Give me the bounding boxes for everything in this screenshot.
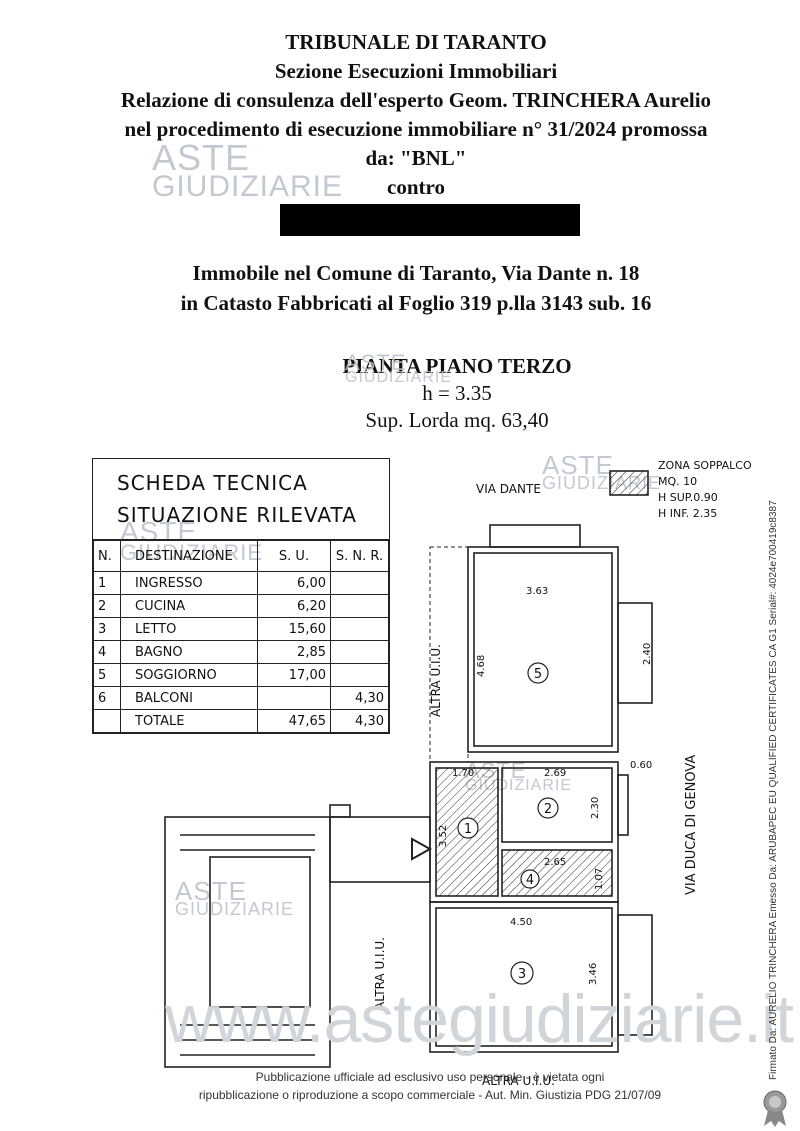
room-4-hatched xyxy=(501,849,613,897)
dim-label: 3.46 xyxy=(588,963,599,985)
redacted-defendant xyxy=(280,204,580,236)
dim-label: 3.52 xyxy=(438,825,449,847)
document-header: TRIBUNALE DI TARANTO Sezione Esecuzioni … xyxy=(0,28,800,202)
dim-label: 2.30 xyxy=(590,797,601,819)
dim-label: 1.70 xyxy=(452,768,474,779)
room-4-label: 4 xyxy=(526,873,534,888)
room-3-inner xyxy=(435,907,613,1047)
landing-step xyxy=(329,804,351,818)
legend-zone: ZONA SOPPALCO xyxy=(658,459,752,472)
dim-label: 3.63 xyxy=(526,586,548,597)
plan-name: PIANTA PIANO TERZO xyxy=(342,354,572,378)
dim-label: 4.50 xyxy=(510,917,532,928)
street-via-duca: VIA DUCA DI GENOVA xyxy=(684,755,699,895)
report-title: Relazione di consulenza dell'esperto Geo… xyxy=(120,88,712,112)
other-unit-lower: ALTRA U.I.U. xyxy=(373,937,387,1010)
publication-caption: Pubblicazione ufficiale ad esclusivo uso… xyxy=(198,1070,662,1102)
dim-label: 2.40 xyxy=(642,643,653,665)
legend-hsup: H SUP.0.90 xyxy=(658,491,718,504)
table-row: 1 INGRESSO 6,00 xyxy=(93,571,389,595)
technical-sheet: SCHEDA TECNICA SITUAZIONE RILEVATA N. DE… xyxy=(92,458,390,734)
col-header-n: N. xyxy=(93,540,121,572)
procedure-number: nel procedimento di esecuzione immobilia… xyxy=(124,117,708,141)
rooms-table: N. DESTINAZIONE S. U. S. N. R. 1 INGRESS… xyxy=(93,540,389,733)
dim-label: 2.69 xyxy=(544,768,566,779)
street-via-dante: VIA DANTE xyxy=(476,482,541,496)
watermark-site: www.astegiudiziarie.it xyxy=(165,981,794,1057)
digital-signature-note: Firmato Da: AURELIO TRINCHERA Emesso Da:… xyxy=(768,500,779,1080)
room-5-label: 5 xyxy=(534,667,542,682)
balcony-room-3 xyxy=(617,914,653,1036)
room-5-marker xyxy=(527,662,549,684)
entrance-arrow-icon xyxy=(411,837,433,861)
window-room-2 xyxy=(617,774,629,836)
seal-icon xyxy=(763,1090,787,1127)
plan-height: h = 3.35 xyxy=(422,381,492,405)
stairwell xyxy=(164,816,331,1068)
room-2-marker xyxy=(537,797,559,819)
table-row: 2 CUCINA 6,20 xyxy=(93,594,389,618)
court-name: TRIBUNALE DI TARANTO xyxy=(285,30,547,54)
room-3-marker xyxy=(510,961,534,985)
stairwell-core xyxy=(209,856,311,1008)
property-address: Immobile nel Comune di Taranto, Via Dant… xyxy=(192,261,640,285)
dim-label: 1.07 xyxy=(594,868,605,890)
sheet-subtitle: SITUAZIONE RILEVATA xyxy=(117,503,357,527)
legend-hinf: H INF. 2.35 xyxy=(658,507,717,520)
balcony-top xyxy=(489,524,581,548)
plaintiff: da: "BNL" xyxy=(365,146,467,170)
sheet-title: SCHEDA TECNICA xyxy=(117,471,308,495)
room-5-outline xyxy=(467,546,619,753)
plan-surface: Sup. Lorda mq. 63,40 xyxy=(365,408,549,432)
col-header-snr: S. N. R. xyxy=(330,540,389,572)
balcony-right xyxy=(617,602,653,704)
property-cadastre: in Catasto Fabbricati al Foglio 319 p.ll… xyxy=(180,291,652,315)
room-4-marker xyxy=(520,869,540,889)
legend-hatch-icon xyxy=(609,470,649,496)
floor-plan: VIA DANTE ZONA SOPPALCO MQ. 10 H SUP.0.9… xyxy=(164,459,752,1088)
table-total-row: TOTALE 47,65 4,30 xyxy=(93,709,389,733)
contro-label: contro xyxy=(387,175,445,199)
plan-title: PIANTA PIANO TERZO h = 3.35 Sup. Lorda m… xyxy=(312,353,602,434)
room-2-outline xyxy=(501,767,613,843)
dim-label: 4.68 xyxy=(476,655,487,677)
room-5-inner xyxy=(473,552,613,747)
property-description: Immobile nel Comune di Taranto, Via Dant… xyxy=(0,258,800,318)
technical-sheet-title: SCHEDA TECNICA SITUAZIONE RILEVATA xyxy=(93,459,389,540)
dim-label: 0.60 xyxy=(630,760,652,771)
court-section: Sezione Esecuzioni Immobiliari xyxy=(274,59,558,83)
other-unit-left: ALTRA U.I.U. xyxy=(429,644,443,717)
room-3-label: 3 xyxy=(518,967,526,982)
room-1-marker xyxy=(457,817,479,839)
room-1-label: 1 xyxy=(464,822,472,837)
legend-mq: MQ. 10 xyxy=(658,475,697,488)
room-2-label: 2 xyxy=(544,802,552,817)
table-row: 3 LETTO 15,60 xyxy=(93,617,389,641)
dim-label: 2.65 xyxy=(544,857,566,868)
landing xyxy=(329,816,431,883)
table-row: 5 SOGGIORNO 17,00 xyxy=(93,663,389,687)
other-unit-bottom: ALTRA U.I.U. xyxy=(482,1074,555,1088)
